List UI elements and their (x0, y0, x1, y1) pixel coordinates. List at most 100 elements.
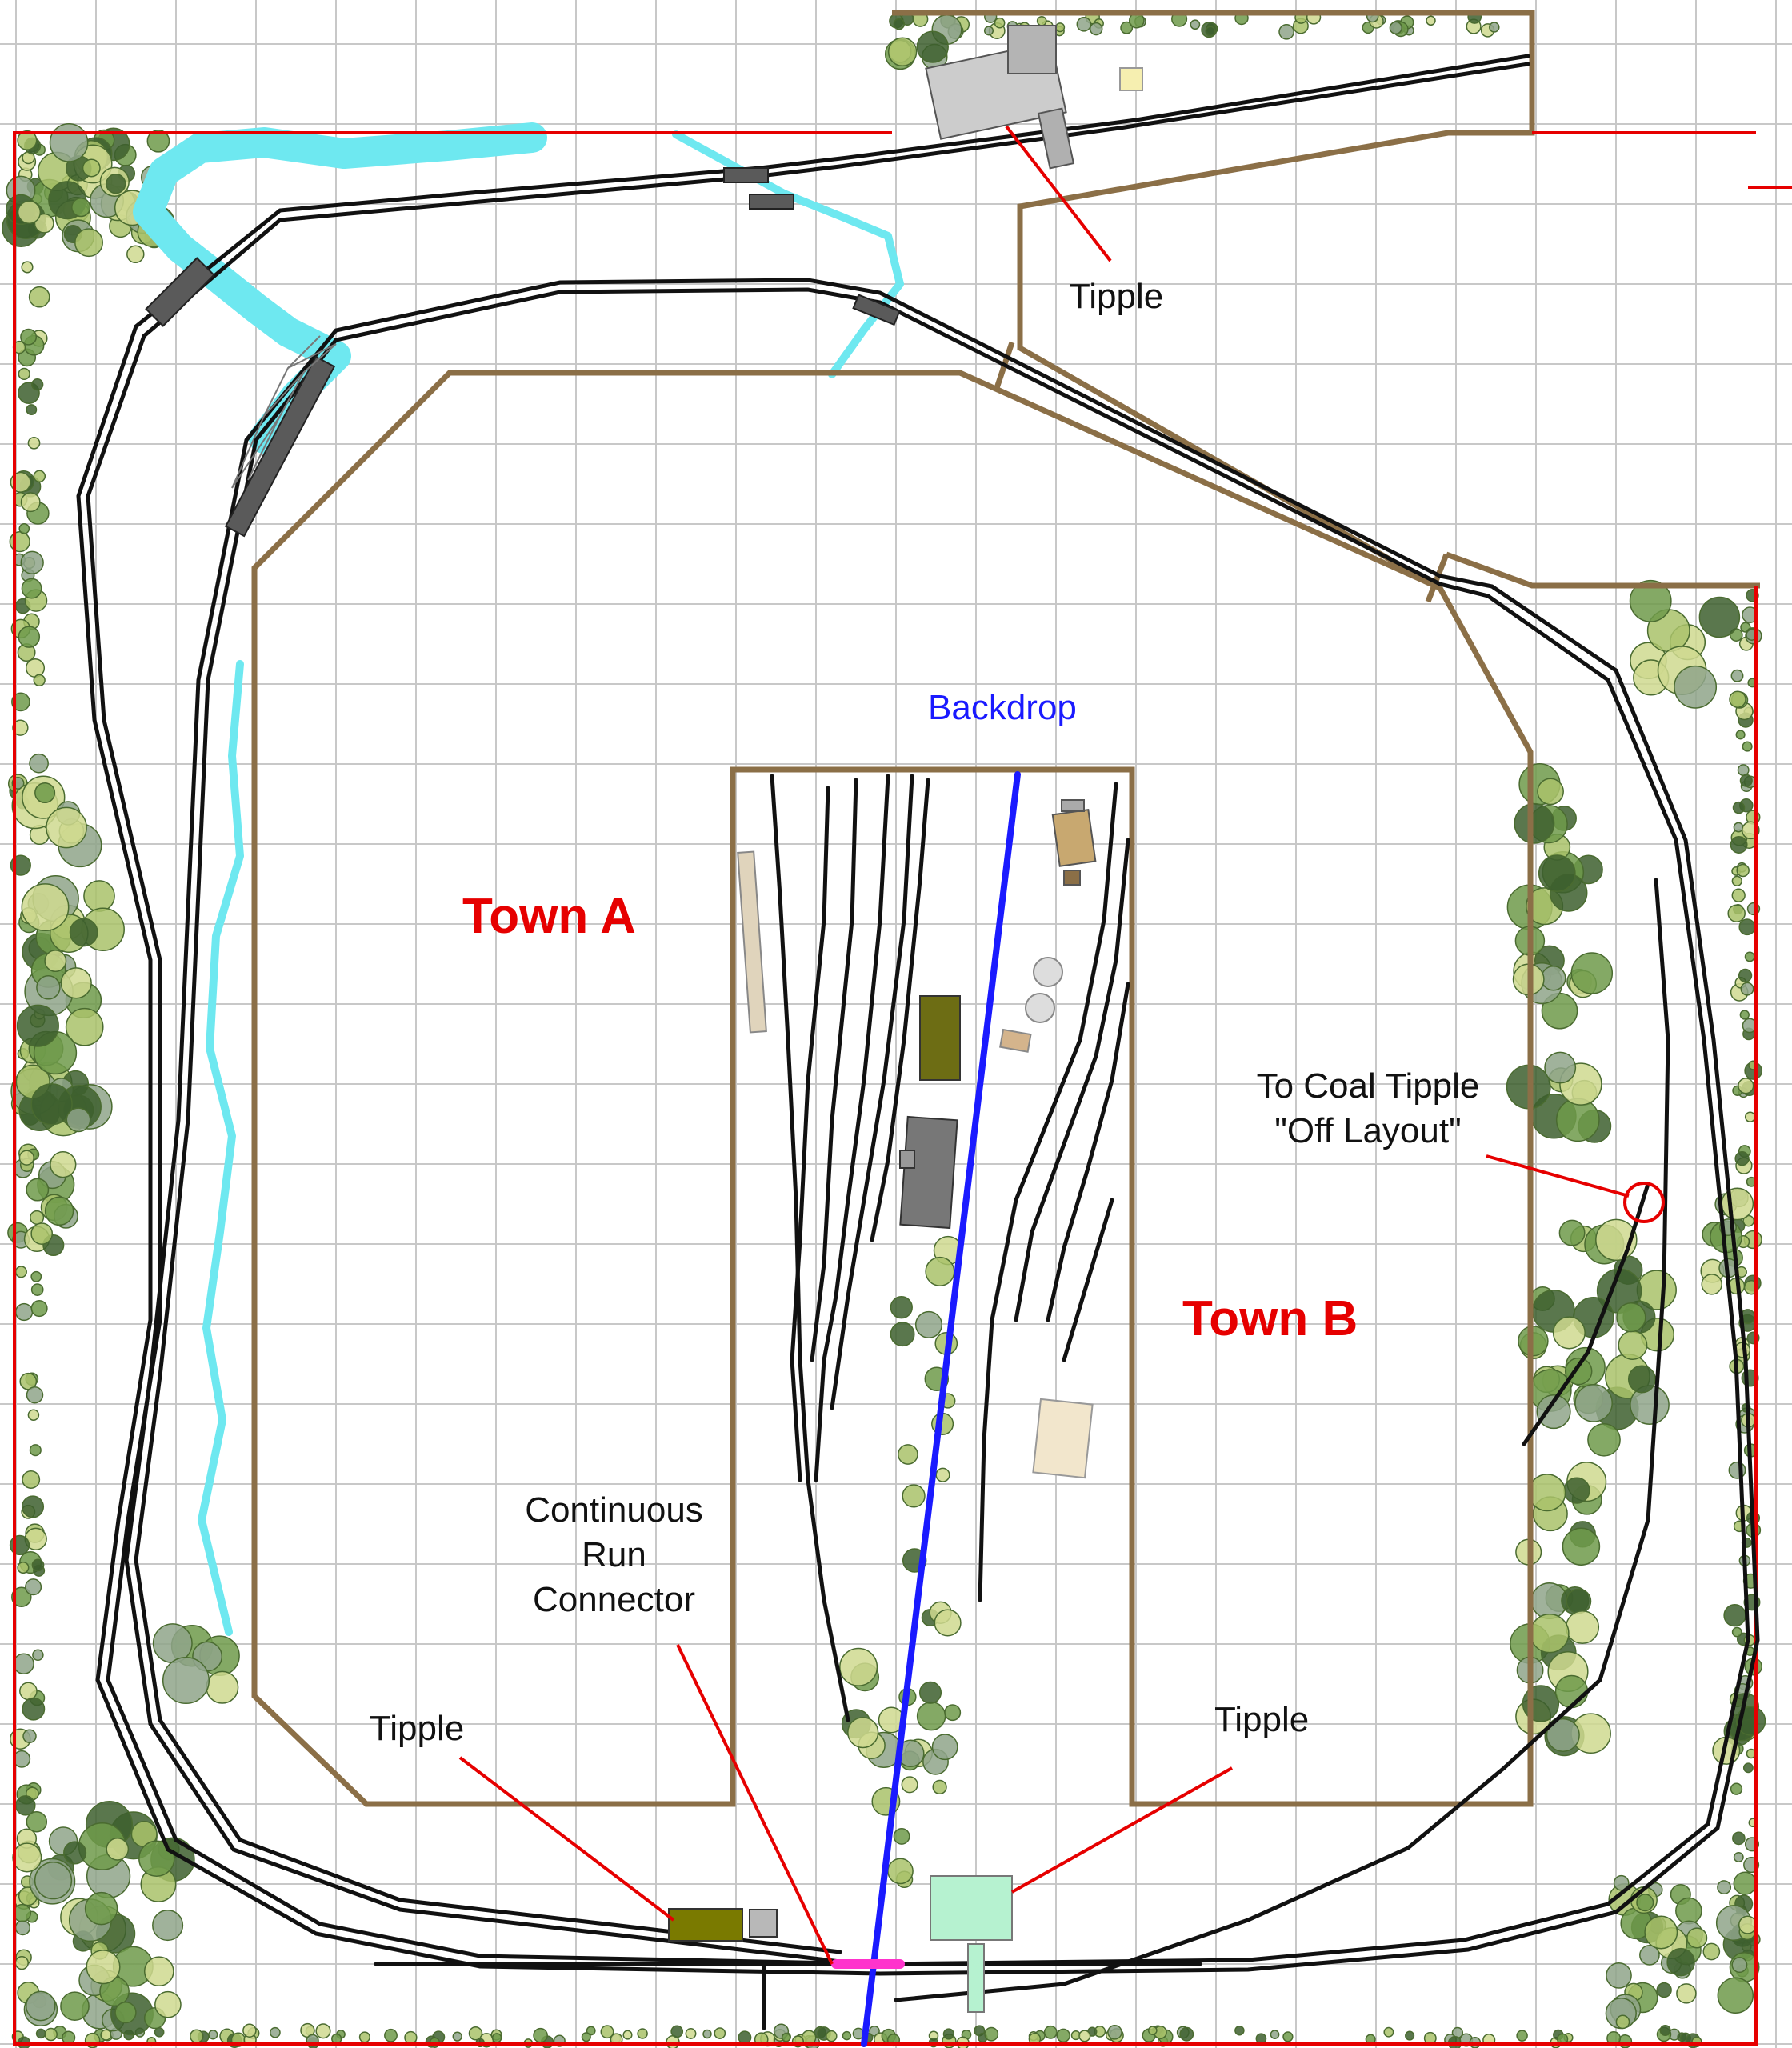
tree (1179, 2026, 1194, 2042)
tree (15, 1795, 36, 1816)
benchwork-right-edge (1445, 551, 1760, 589)
tree (32, 1649, 44, 1662)
tree (106, 1838, 130, 1861)
tree (1514, 802, 1555, 844)
tree (932, 1779, 947, 1795)
tree (20, 492, 41, 513)
tree (898, 1444, 918, 1465)
bridge-right (852, 294, 901, 326)
tree (31, 1558, 45, 1572)
tipple-right-structure (930, 1875, 1013, 1941)
tree (18, 626, 41, 648)
tree (18, 367, 30, 381)
tree (1528, 1474, 1566, 1512)
tree (1675, 1897, 1702, 1925)
tree (839, 1647, 878, 1686)
tree (16, 1004, 59, 1047)
tree (18, 1150, 34, 1166)
tree (1730, 669, 1744, 682)
yard-town-b (978, 782, 1130, 1602)
tree (1107, 2024, 1122, 2040)
tree (62, 2030, 76, 2045)
river (133, 122, 904, 1636)
label-continuous-line3: Connector (532, 1580, 695, 1619)
tree (315, 2023, 331, 2039)
tree (66, 1107, 91, 1133)
tree (685, 2028, 697, 2039)
tree (893, 18, 906, 30)
tree (983, 26, 994, 36)
tree (17, 1561, 30, 1574)
tree (1736, 863, 1750, 878)
tree (17, 130, 38, 150)
tree (1746, 902, 1761, 916)
tree (1730, 836, 1748, 854)
label-tipple-left: Tipple (370, 1709, 465, 1748)
tree (26, 1386, 44, 1404)
tree (26, 1178, 50, 1202)
tree (33, 674, 46, 686)
river-channel (198, 660, 244, 1636)
tree (890, 1322, 915, 1347)
tree (33, 470, 46, 483)
bridges (145, 167, 901, 538)
tree (1731, 875, 1742, 886)
tree (1389, 21, 1402, 34)
bridge-creek-2 (749, 194, 794, 210)
tree (1627, 1365, 1656, 1394)
tree (902, 1484, 926, 1508)
tree (1629, 579, 1672, 622)
tree (781, 2032, 791, 2042)
tree (1076, 16, 1092, 32)
tree (28, 286, 50, 308)
tree (1147, 2026, 1158, 2035)
tree (143, 1956, 174, 1987)
building-small-a (899, 1150, 915, 1169)
tree (50, 1151, 77, 1178)
leader-tipple-left (458, 1756, 675, 1922)
leader-tipple-top (1005, 125, 1112, 262)
tree (86, 1950, 121, 1985)
tree (27, 1409, 40, 1421)
tree (1656, 1982, 1672, 1998)
tree (190, 2029, 204, 2044)
tree (65, 1007, 104, 1046)
tree (11, 1586, 32, 1607)
tree (1516, 2030, 1528, 2042)
tree (942, 2028, 955, 2040)
tree (27, 436, 41, 450)
tree (1447, 2036, 1462, 2048)
tree (34, 1861, 73, 1900)
tipple-left-structure (668, 1908, 743, 1942)
tree (30, 1270, 42, 1282)
tree (84, 1891, 118, 1926)
tree (44, 950, 67, 973)
tree (1717, 1880, 1732, 1895)
tree (154, 1990, 182, 2018)
tree (22, 1729, 37, 1744)
tree (1739, 1010, 1750, 1020)
tree (468, 2026, 483, 2041)
tree (1552, 1316, 1586, 1350)
tree (1405, 2030, 1415, 2041)
tree (1701, 1274, 1722, 1295)
track-inner-loop (76, 54, 1760, 1976)
tree (11, 692, 30, 712)
tree (637, 2028, 648, 2039)
tree (1565, 1610, 1600, 1645)
tree (1566, 1588, 1592, 1614)
tree (30, 1210, 45, 1225)
tree (931, 1734, 958, 1761)
tree (890, 1296, 913, 1319)
tree (1735, 730, 1746, 740)
tree (1702, 1942, 1721, 1961)
bridge-outer (145, 257, 215, 327)
tree (26, 1810, 48, 1833)
tree (1734, 1151, 1750, 1166)
benchwork (251, 10, 1760, 1807)
tree (533, 2027, 548, 2043)
tree (63, 1841, 87, 1865)
tree (934, 1609, 962, 1637)
tree (1659, 2024, 1671, 2037)
tree (1666, 1947, 1695, 1977)
